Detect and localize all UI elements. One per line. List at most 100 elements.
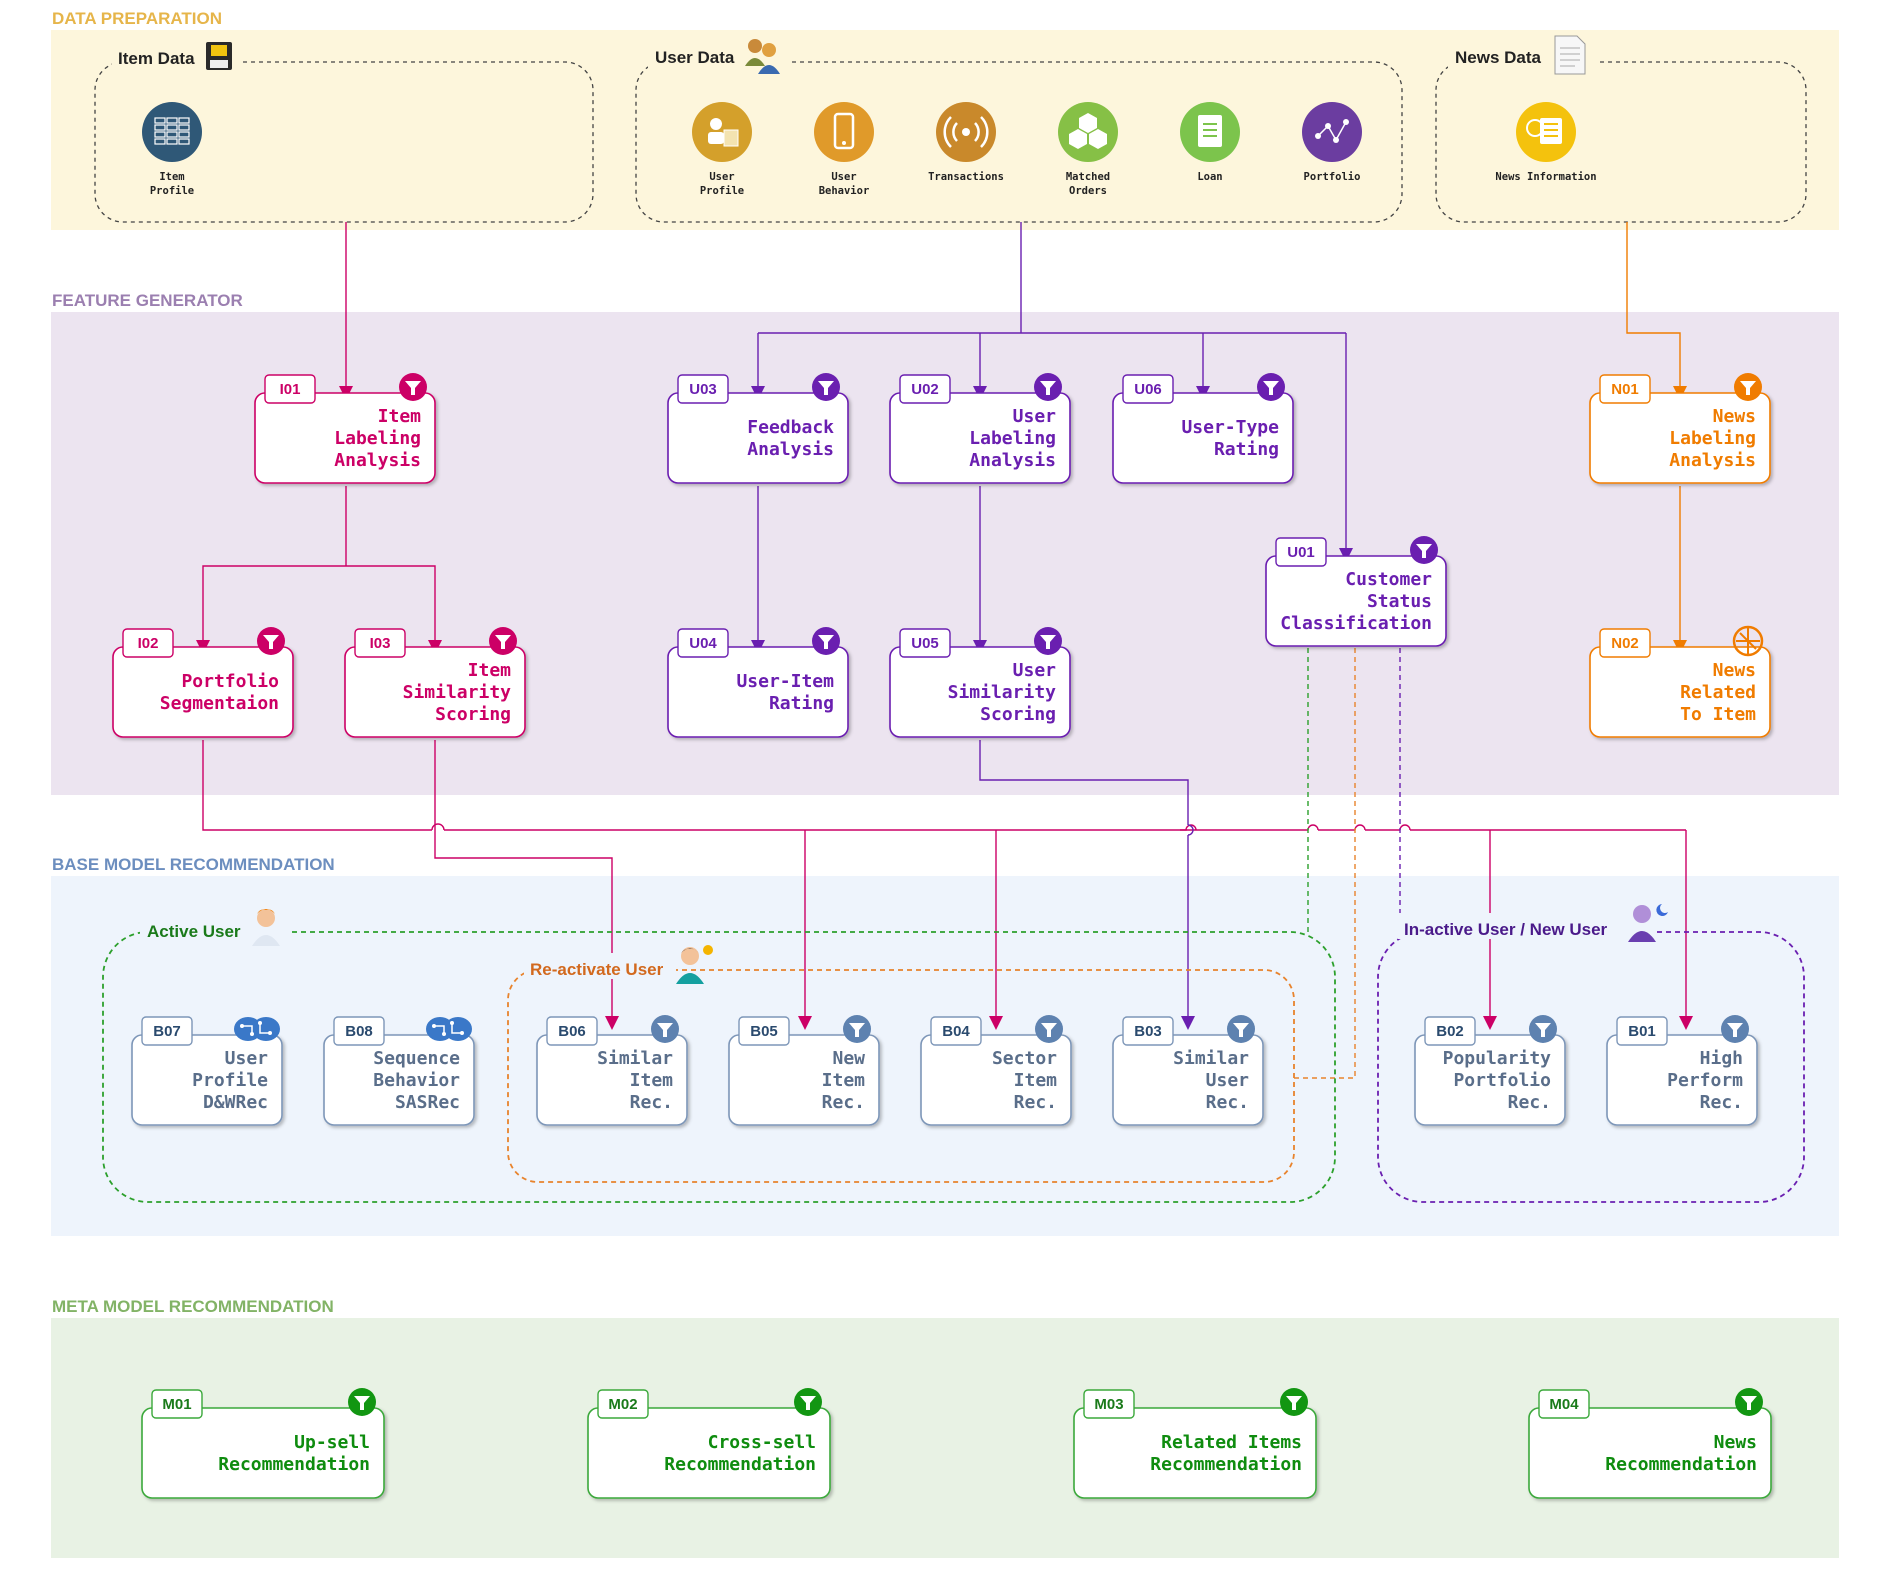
node-label: Item <box>378 406 422 427</box>
node-label: Analysis <box>969 450 1056 471</box>
node-label: Sector <box>992 1048 1057 1069</box>
svg-text:I01: I01 <box>280 381 301 398</box>
matched-orders-label: Matched <box>1066 171 1110 183</box>
svg-text:U01: U01 <box>1287 544 1315 561</box>
node-tag: U04 <box>677 628 729 658</box>
svg-text:B07: B07 <box>153 1023 181 1040</box>
node-label: Rec. <box>1014 1092 1057 1113</box>
node-label: Popularity <box>1443 1048 1552 1069</box>
node-label: Behavior <box>373 1070 460 1091</box>
section-title-feature: FEATURE GENERATOR <box>52 291 243 310</box>
filter-icon <box>257 627 285 655</box>
svg-text:B02: B02 <box>1436 1023 1464 1040</box>
node-label: Recommendation <box>1605 1454 1757 1475</box>
newspaper-icon <box>1516 102 1576 162</box>
reactivate-user-label: Re-activate User <box>530 960 664 979</box>
item-data-label: Item Data <box>118 49 195 68</box>
node-tag: U05 <box>899 628 951 658</box>
sleeping-user-icon <box>1628 904 1668 942</box>
node-label: Similarity <box>948 682 1057 703</box>
item-data-group <box>94 61 594 223</box>
svg-text:N01: N01 <box>1611 381 1639 398</box>
filter-icon <box>1734 373 1762 401</box>
filter-icon <box>843 1015 871 1043</box>
node-tag: B08 <box>333 1016 385 1046</box>
node-tag: B01 <box>1616 1016 1668 1046</box>
edge-news-n01 <box>1626 222 1687 400</box>
node-label: Recommendation <box>1150 1454 1302 1475</box>
active-user-group <box>102 931 1336 1203</box>
node-tag: B05 <box>738 1016 790 1046</box>
node-label: Rec. <box>822 1092 865 1113</box>
node-tag: M04 <box>1538 1389 1590 1419</box>
user-avatar-icon <box>252 909 280 946</box>
node-label: Similar <box>1173 1048 1249 1069</box>
svg-text:U02: U02 <box>911 381 939 398</box>
smartphone-icon <box>814 102 874 162</box>
svg-text:U05: U05 <box>911 635 939 652</box>
svg-text:B04: B04 <box>942 1023 970 1040</box>
node-label: User <box>1013 660 1057 681</box>
node-label: Labeling <box>334 428 421 449</box>
users-icon <box>745 39 780 74</box>
node-tag: M01 <box>151 1389 203 1419</box>
section-title-base: BASE MODEL RECOMMENDATION <box>52 855 335 874</box>
inactive-user-label: In-active User / New User <box>1404 920 1608 939</box>
brain-circuit-icon <box>234 1017 280 1041</box>
svg-text:B08: B08 <box>345 1023 373 1040</box>
filter-icon <box>1227 1015 1255 1043</box>
svg-text:M03: M03 <box>1094 1396 1123 1413</box>
node-label: User <box>1206 1070 1250 1091</box>
filter-icon <box>1529 1015 1557 1043</box>
node-label: Cross-sell <box>708 1432 816 1453</box>
node-label: Sequence <box>373 1048 460 1069</box>
svg-text:M01: M01 <box>162 1396 191 1413</box>
item-profile-label: Item <box>159 171 184 183</box>
node-tag: U03 <box>677 374 729 404</box>
node-label: D&WRec <box>203 1092 268 1113</box>
node-label: News <box>1714 1432 1757 1453</box>
node-label: Feedback <box>747 417 834 438</box>
svg-text:U03: U03 <box>689 381 717 398</box>
svg-text:U06: U06 <box>1134 381 1162 398</box>
node-label: New <box>832 1048 865 1069</box>
node-label: Rating <box>769 693 834 714</box>
news-information-item: News Information <box>1495 102 1597 183</box>
node-label: Labeling <box>1669 428 1756 449</box>
node-label: User <box>225 1048 269 1069</box>
cubes-icon <box>1058 102 1118 162</box>
news-information-label: News Information <box>1495 171 1596 183</box>
node-label: Perform <box>1667 1070 1743 1091</box>
filter-icon <box>1410 536 1438 564</box>
node-label: News <box>1713 660 1756 681</box>
edge-user-data-trunk <box>758 222 1346 334</box>
filter-icon <box>812 373 840 401</box>
node-label: Analysis <box>334 450 421 471</box>
portfolio-label: Portfolio <box>1304 171 1361 183</box>
